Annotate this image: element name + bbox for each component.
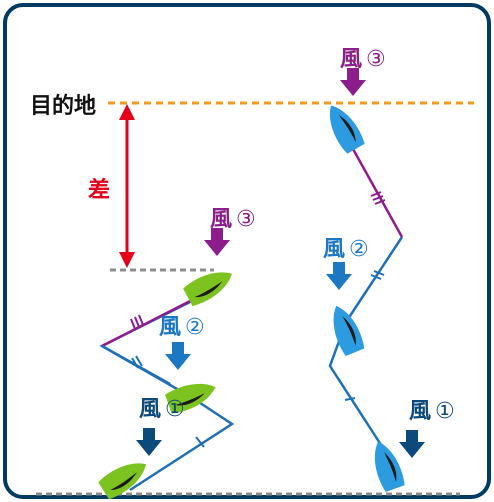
wind-indicator-3-left: 風 ③ <box>204 207 256 256</box>
wind-char: 風 <box>409 399 431 424</box>
right-track-upper <box>346 139 404 238</box>
difference-arrow-head-top <box>119 104 135 120</box>
left-track-segment-1 <box>129 395 235 492</box>
wind-char: 風 <box>139 397 161 422</box>
wind-indicator-1-left: 風 ① <box>136 397 185 456</box>
difference-label: 差 <box>88 177 110 203</box>
wind-char: 風 <box>210 207 232 232</box>
wind-arrow-icon <box>204 228 230 256</box>
wind-number: ① <box>165 397 185 422</box>
wind-indicator-1-right: 風 ① <box>399 399 455 458</box>
wind-number: ② <box>185 315 205 340</box>
right-track-ticks <box>344 191 386 401</box>
wind-char: 風 <box>340 47 362 72</box>
wind-arrow-icon <box>399 430 425 458</box>
wind-number: ② <box>349 237 369 262</box>
wind-number: ③ <box>236 207 256 232</box>
left-track-ticks <box>130 314 205 448</box>
wind-arrow-icon <box>136 428 162 456</box>
destination-label: 目的地 <box>30 93 96 119</box>
wind-indicator-3-right: 風 ③ <box>340 47 386 96</box>
wind-indicator-2-right: 風 ② <box>323 237 369 290</box>
wind-number: ③ <box>366 47 386 72</box>
wind-number: ① <box>435 399 455 424</box>
wind-indicator-2-left: 風 ② <box>159 315 205 370</box>
difference-arrow-head-bottom <box>119 252 135 268</box>
wind-arrow-icon <box>340 68 366 96</box>
left-track-segment-3 <box>101 296 197 348</box>
wind-char: 風 <box>323 237 345 262</box>
wind-arrow-icon <box>326 262 352 290</box>
right-track-middle <box>344 236 404 323</box>
wind-arrow-icon <box>165 342 191 370</box>
wind-char: 風 <box>159 315 181 340</box>
